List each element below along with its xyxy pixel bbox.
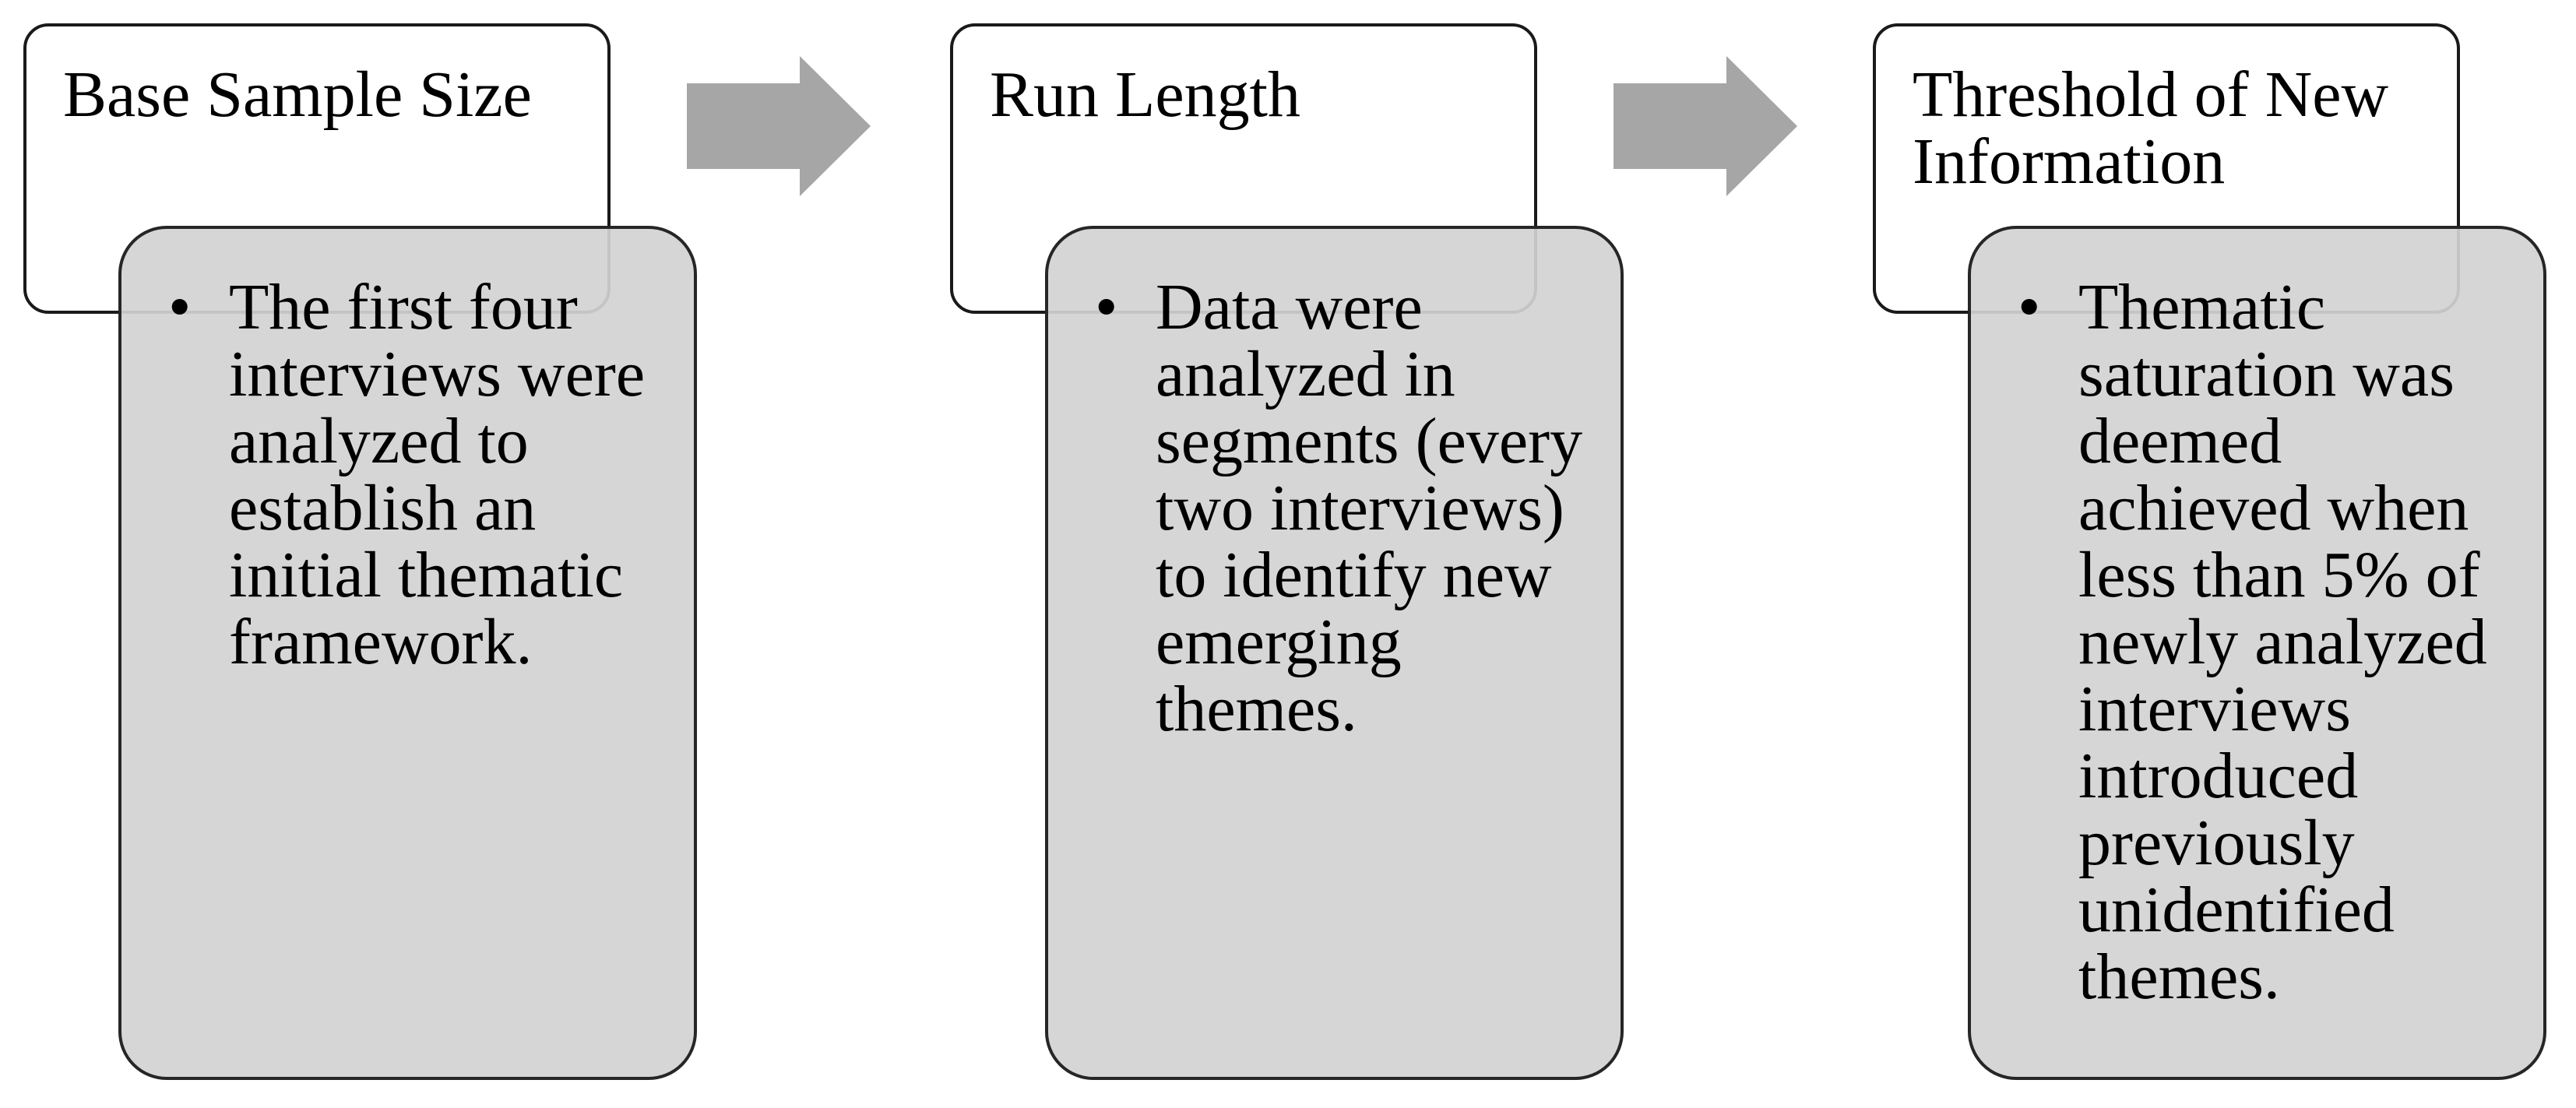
bullet-row: • Thematic saturation was deemed achieve… [1971, 274, 2543, 1011]
bullet-icon: • [168, 271, 192, 343]
step-detail-text: Data were analyzed in segments (every tw… [1156, 271, 1583, 745]
step-title: Run Length [990, 58, 1300, 131]
bullet-row: • The first four interviews were analyze… [121, 274, 694, 676]
step-card-threshold-of-new-information: Threshold of New Information • Thematic … [1873, 0, 2574, 1108]
step-detail-panel: • Thematic saturation was deemed achieve… [1968, 226, 2546, 1080]
step-detail-text: The first four interviews were analyzed … [229, 271, 646, 678]
bullet-icon: • [1095, 271, 1118, 343]
arrow-right-shape [687, 56, 871, 196]
arrow-right-shape [1614, 56, 1797, 196]
bullet-row: • Data were analyzed in segments (every … [1048, 274, 1621, 743]
step-detail-panel: • The first four interviews were analyze… [118, 226, 697, 1080]
step-title: Threshold of New Information [1913, 58, 2389, 198]
bullet-icon: • [2018, 271, 2041, 343]
step-title: Base Sample Size [63, 58, 532, 131]
step-detail-text: Thematic saturation was deemed achieved … [2078, 271, 2487, 1013]
step-detail-panel: • Data were analyzed in segments (every … [1045, 226, 1624, 1080]
step-card-base-sample-size: Base Sample Size • The first four interv… [23, 0, 724, 1108]
arrow-right-icon [1614, 56, 1797, 196]
arrow-right-icon [687, 56, 871, 196]
step-card-run-length: Run Length • Data were analyzed in segme… [950, 0, 1651, 1108]
